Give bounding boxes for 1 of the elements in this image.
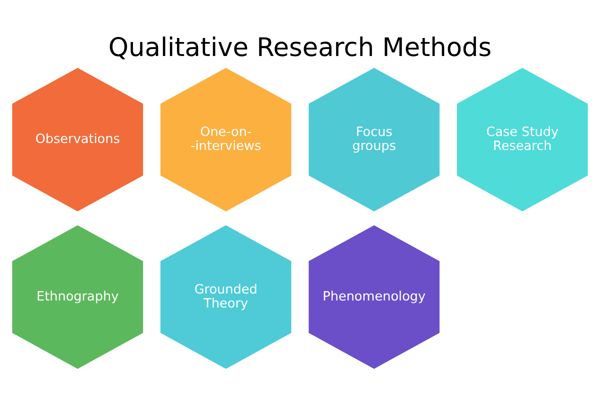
- diagram-title: Qualitative Research Methods: [108, 32, 492, 62]
